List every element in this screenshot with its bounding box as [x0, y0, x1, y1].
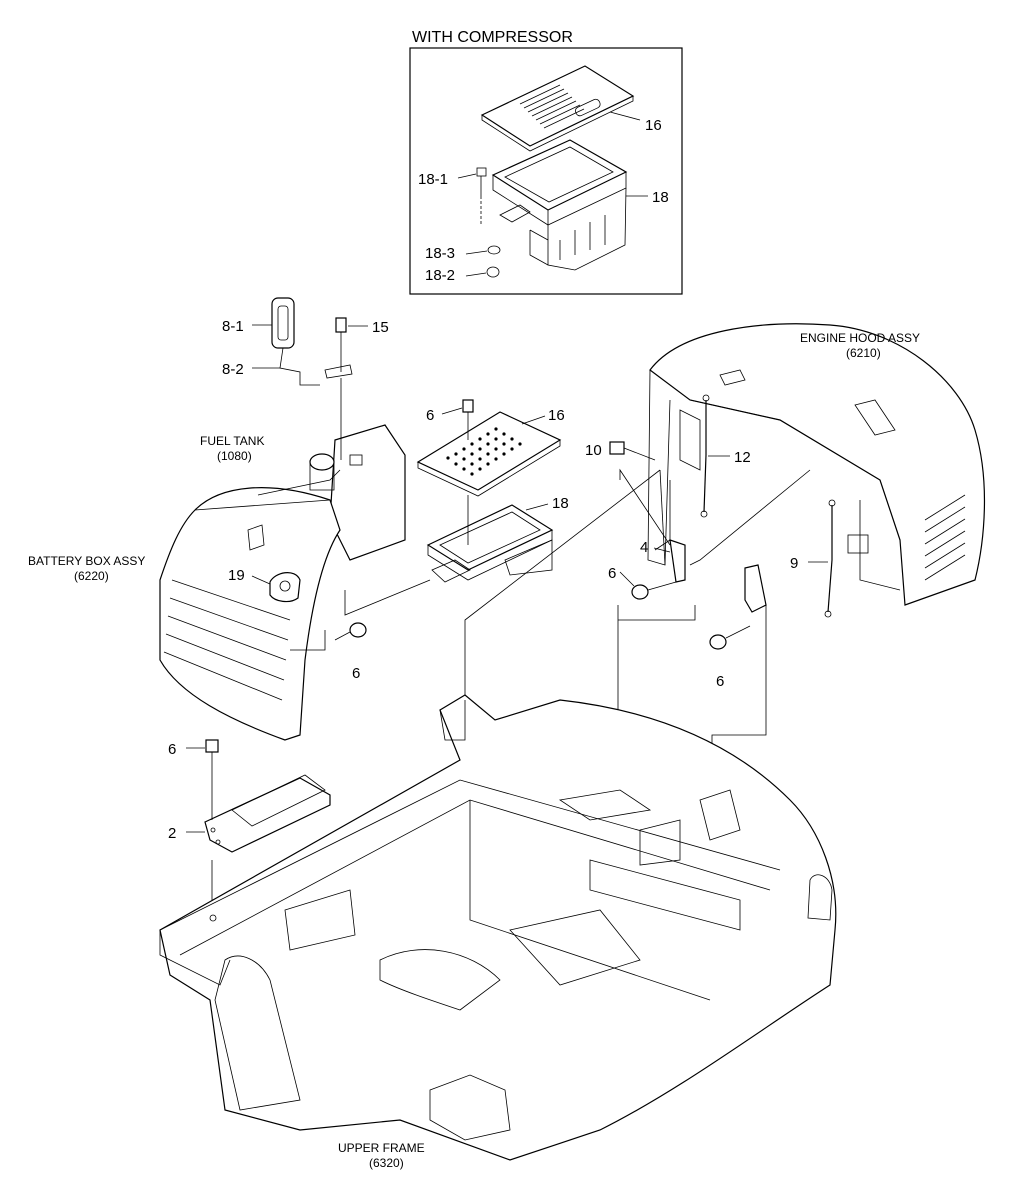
gas-spring-12 [700, 394, 710, 518]
callout-8-2: 8-2 [222, 361, 244, 378]
upper-frame-code: (6320) [369, 1156, 404, 1170]
inset-cover-plate [480, 65, 635, 152]
bracket-18 [426, 504, 554, 583]
battery-box-assy [159, 469, 341, 741]
bolt-15 [324, 317, 353, 460]
callout-6-top: 6 [426, 407, 434, 424]
inset-callout-16: 16 [645, 117, 662, 134]
handle-19 [269, 572, 301, 603]
inset-callout-18-1: 18-1 [418, 171, 448, 188]
inset-callout-18: 18 [652, 189, 669, 206]
engine-hood-label: ENGINE HOOD ASSY [800, 331, 920, 345]
callout-15: 15 [372, 319, 389, 336]
upper-frame [159, 694, 837, 1161]
fuel-tank-code: (1080) [217, 449, 252, 463]
wire-8-2 [279, 347, 320, 386]
bolt-6-right [709, 625, 751, 650]
engine-hood-grille [924, 494, 966, 581]
engine-hood-code: (6210) [846, 346, 881, 360]
callout-6-right: 6 [716, 673, 724, 690]
callout-10: 10 [585, 442, 602, 459]
bracket-4 [669, 539, 686, 583]
inset-bolt-18-1 [476, 167, 487, 226]
inset-callout-18-2: 18-2 [425, 267, 455, 284]
compressor-inset: WITH COMPRESSOR 16 18 [409, 29, 683, 295]
inset-callout-18-3: 18-3 [425, 245, 455, 262]
cover-plate-holes [446, 427, 522, 476]
fuel-tank [309, 424, 406, 561]
fuel-tank-label: FUEL TANK [200, 434, 264, 448]
gas-spring-9 [824, 499, 836, 618]
bolt-6-left [334, 622, 367, 641]
inset-bracket [491, 139, 628, 271]
engine-hood-assy [647, 323, 986, 606]
callout-9: 9 [790, 555, 798, 572]
hinge-bracket [744, 564, 767, 613]
bolt-6-top [462, 399, 474, 440]
callout-19: 19 [228, 567, 245, 584]
callout-8-1: 8-1 [222, 318, 244, 335]
callout-18: 18 [552, 495, 569, 512]
plate-2 [204, 774, 331, 853]
inset-nut-18-2 [486, 266, 500, 278]
inset-washer-18-3 [487, 245, 501, 255]
callout-6-mid: 6 [608, 565, 616, 582]
callout-12: 12 [734, 449, 751, 466]
bolt-6-mid [631, 581, 677, 600]
callout-16: 16 [548, 407, 565, 424]
inset-frame [409, 47, 683, 295]
sensor-8-1 [271, 297, 295, 349]
callout-6-left: 6 [352, 665, 360, 682]
inset-heading: WITH COMPRESSOR [412, 29, 573, 46]
upper-frame-label: UPPER FRAME [338, 1141, 425, 1155]
callout-2: 2 [168, 825, 176, 842]
callout-4: 4 [640, 539, 648, 556]
bolt-10 [609, 441, 656, 461]
battery-box-louvers [163, 579, 291, 701]
battery-box-label: BATTERY BOX ASSY [28, 554, 145, 568]
battery-box-code: (6220) [74, 569, 109, 583]
bolt-6-plate [205, 739, 219, 820]
cover-plate-16 [416, 411, 562, 497]
callout-6-plate: 6 [168, 741, 176, 758]
